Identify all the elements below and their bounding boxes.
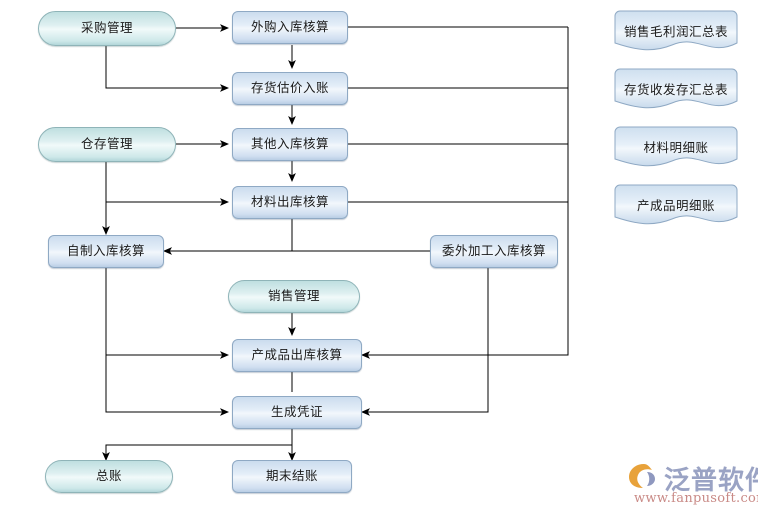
document-shape-icon — [614, 126, 738, 167]
report-finished-goods-subsidiary-ledger[interactable]: 产成品明细账 — [614, 184, 738, 229]
node-other-inbound-accounting[interactable]: 其他入库核算 — [232, 128, 348, 161]
node-sales-management[interactable]: 销售管理 — [228, 280, 360, 313]
brand-url: www.fanpusoft.com — [634, 491, 758, 506]
report-label: 存货收发存汇总表 — [623, 82, 728, 98]
node-finished-goods-outbound-accounting[interactable]: 产成品出库核算 — [232, 339, 362, 372]
document-shape-icon — [614, 10, 738, 51]
document-shape-icon — [614, 68, 738, 109]
report-inventory-receipt-issue-balance-summary[interactable]: 存货收发存汇总表 — [614, 68, 738, 113]
report-label: 材料明细账 — [643, 140, 709, 156]
edge-warehouse-to-material-out — [105, 162, 229, 206]
node-outsourcing-processing-inbound-accounting[interactable]: 委外加工入库核算 — [430, 235, 558, 268]
edge-outsourcing-to-voucher — [361, 268, 489, 416]
node-period-end-closing[interactable]: 期末结账 — [232, 460, 352, 493]
node-material-outbound-accounting[interactable]: 材料出库核算 — [232, 186, 348, 219]
fanpu-swirl-icon — [629, 464, 655, 488]
node-selfmade-inbound-accounting[interactable]: 自制入库核算 — [48, 235, 164, 268]
node-outsourced-inbound-accounting[interactable]: 外购入库核算 — [232, 11, 348, 44]
brand-watermark: 泛普软件 www.fanpusoft.com — [626, 458, 758, 514]
edge-selfmade-to-finished-out — [105, 268, 229, 359]
node-purchase-management[interactable]: 采购管理 — [38, 11, 176, 46]
report-label: 销售毛利润汇总表 — [623, 24, 728, 40]
node-general-ledger[interactable]: 总账 — [45, 460, 173, 493]
node-generate-voucher[interactable]: 生成凭证 — [232, 396, 362, 429]
report-material-subsidiary-ledger[interactable]: 材料明细账 — [614, 126, 738, 171]
node-inventory-valuation-entry[interactable]: 存货估价入账 — [232, 72, 348, 105]
report-sales-gross-profit-summary[interactable]: 销售毛利润汇总表 — [614, 10, 738, 55]
edge-purchase-to-valuation — [105, 46, 229, 92]
document-shape-icon — [614, 184, 738, 225]
brand-name: 泛普软件 — [664, 466, 758, 496]
node-warehouse-management[interactable]: 仓存管理 — [38, 127, 176, 162]
edge-voucher-to-ledger — [102, 429, 293, 461]
edge-report-bus-to-finished-out — [361, 27, 569, 359]
report-label: 产成品明细账 — [636, 198, 715, 214]
edge-selfmade-to-voucher — [105, 355, 229, 416]
